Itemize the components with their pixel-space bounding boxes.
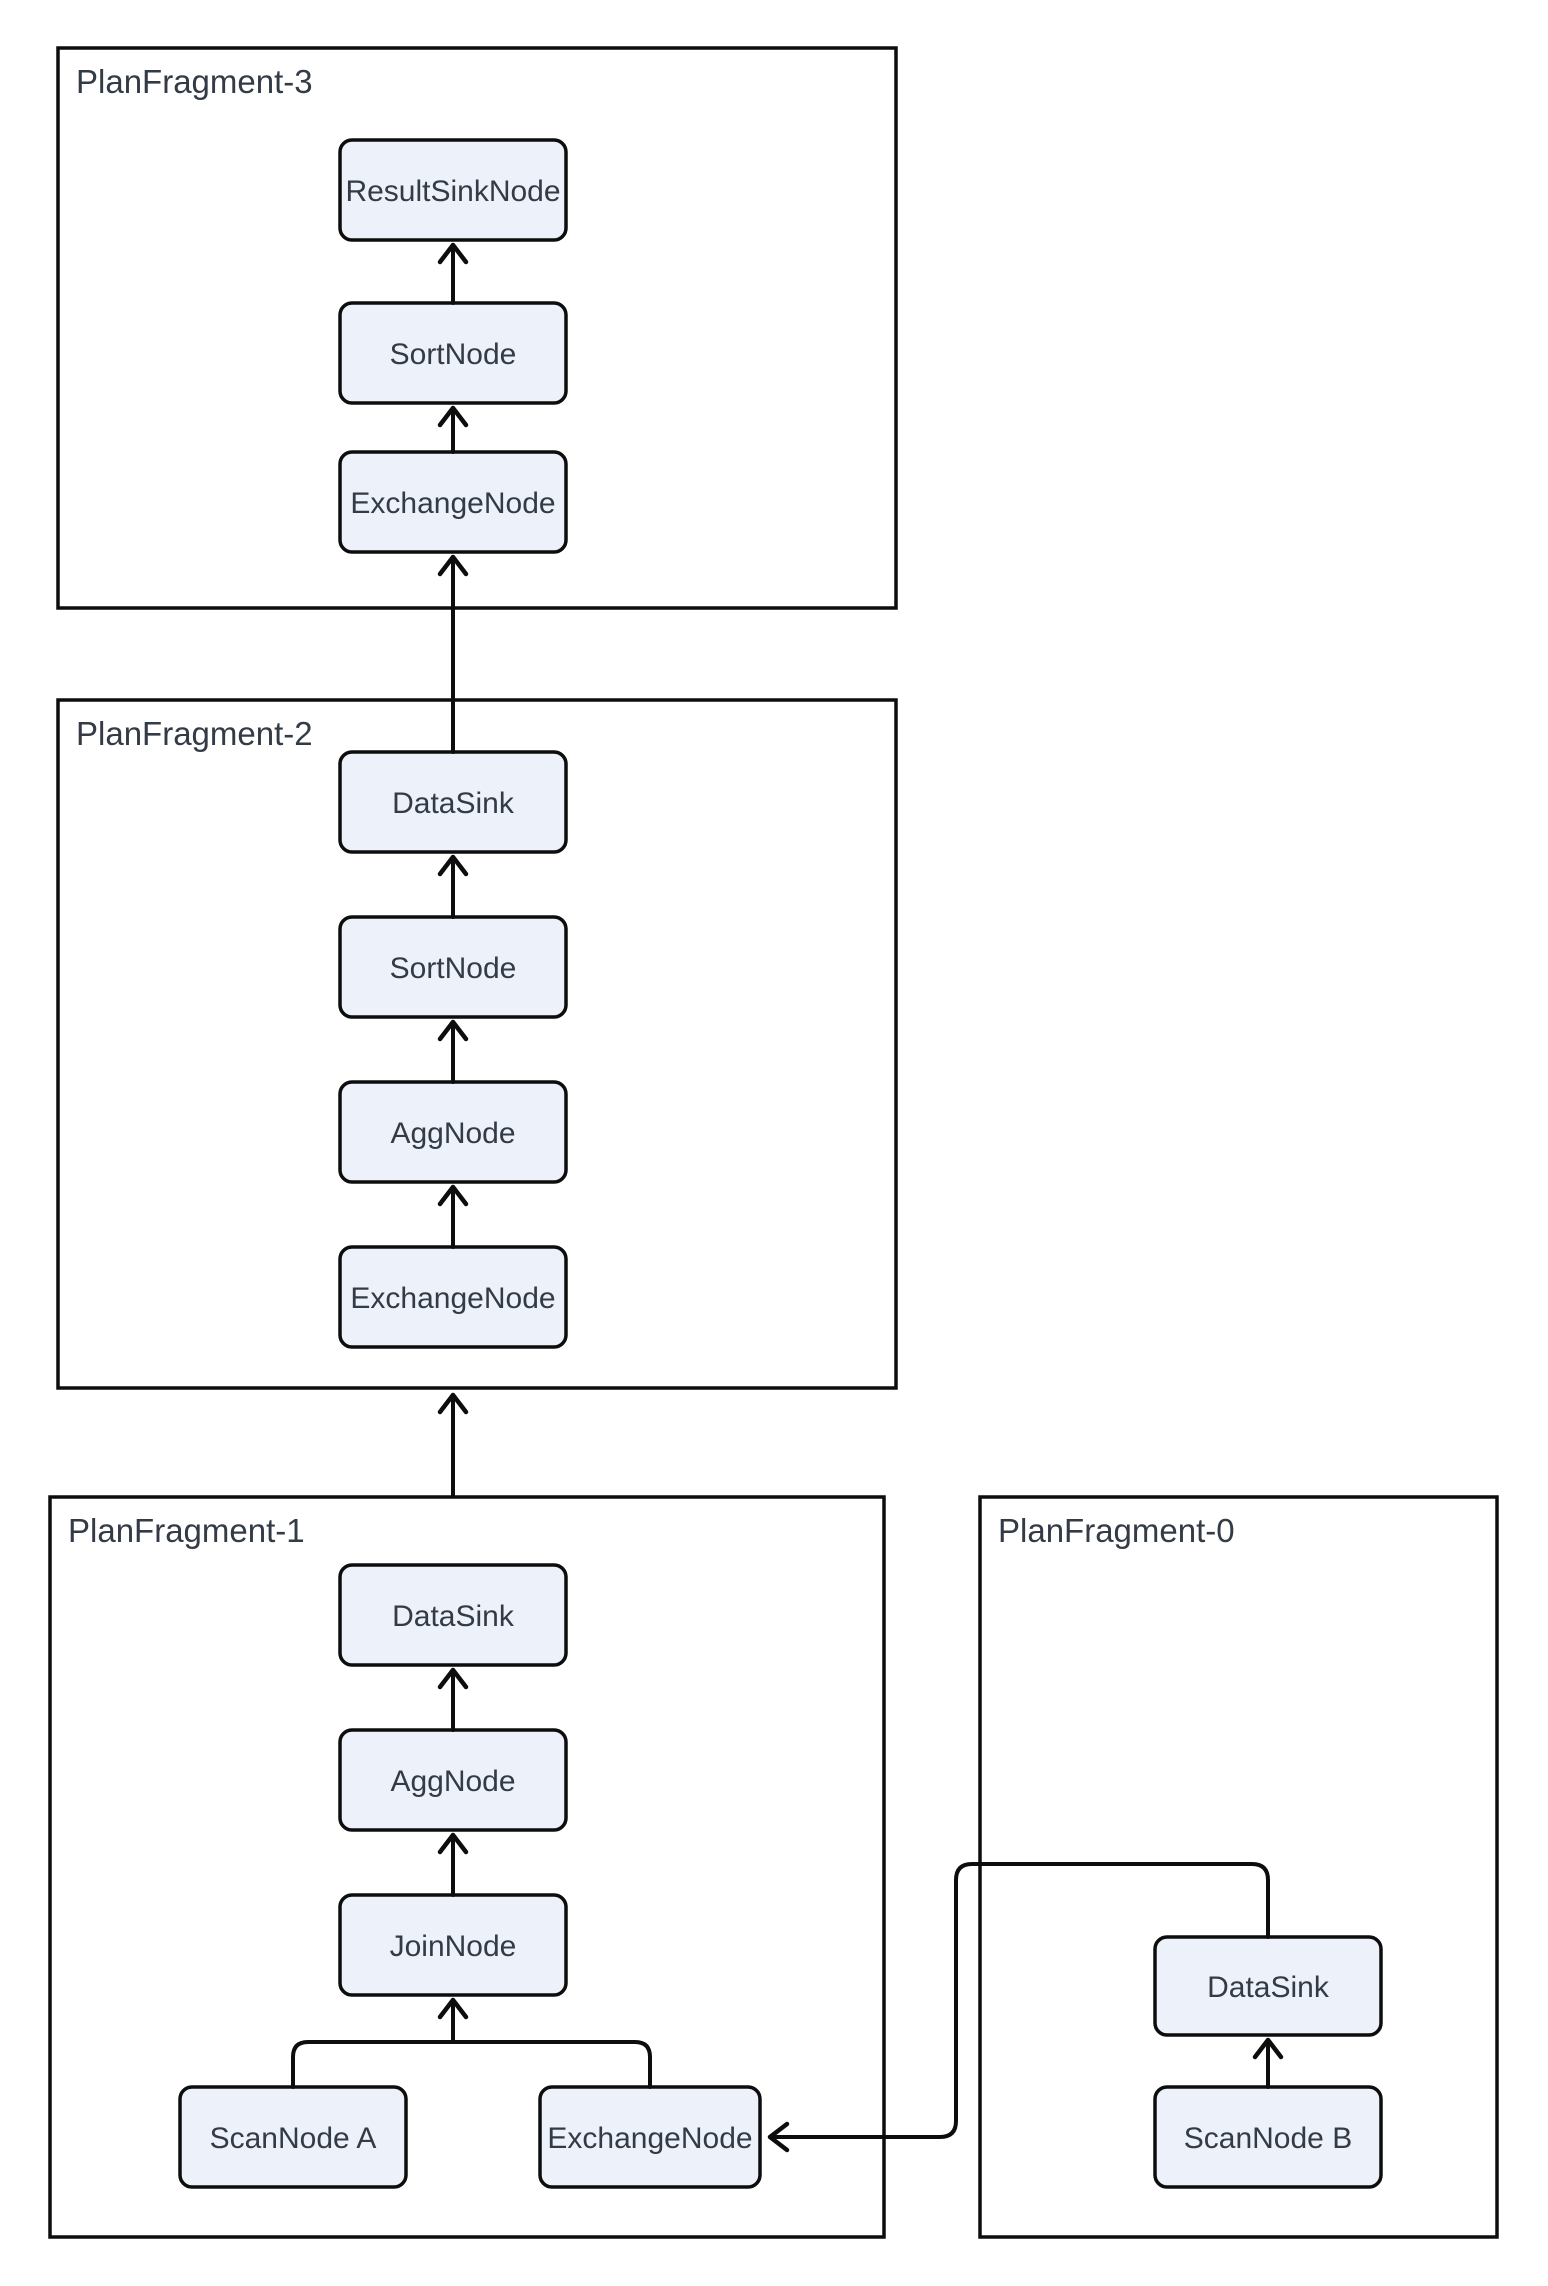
node-pf3-exchangenode: ExchangeNode bbox=[338, 450, 568, 554]
node-pf3-sortnode-label: SortNode bbox=[390, 338, 517, 371]
node-pf2-exchangenode-label: ExchangeNode bbox=[350, 1282, 555, 1315]
node-pf3-sortnode: SortNode bbox=[338, 301, 568, 405]
node-pf1-aggnode-label: AggNode bbox=[390, 1765, 515, 1798]
node-pf1-datasink: DataSink bbox=[338, 1563, 568, 1667]
node-pf1-joinnode: JoinNode bbox=[338, 1893, 568, 1997]
fragment-planfragment-0-title: PlanFragment-0 bbox=[998, 1512, 1235, 1549]
node-pf0-scannode-b: ScanNode B bbox=[1153, 2085, 1383, 2189]
node-pf1-datasink-box bbox=[338, 1563, 568, 1667]
node-pf2-sortnode: SortNode bbox=[338, 915, 568, 1019]
node-pf1-datasink-label: DataSink bbox=[392, 1600, 515, 1633]
node-pf2-aggnode-label: AggNode bbox=[390, 1117, 515, 1150]
node-pf3-exchangenode-label: ExchangeNode bbox=[350, 487, 555, 520]
fragment-planfragment-0: PlanFragment-0 DataSink ScanNode B bbox=[978, 1495, 1499, 2239]
node-pf1-joinnode-label: JoinNode bbox=[390, 1930, 517, 1963]
fragment-planfragment-1-title: PlanFragment-1 bbox=[68, 1512, 305, 1549]
node-pf1-scannode-a-label: ScanNode A bbox=[210, 2122, 377, 2155]
node-pf1-exchangenode-label: ExchangeNode bbox=[547, 2122, 752, 2155]
fragment-planfragment-3: PlanFragment-3 ResultSinkNode SortNode E… bbox=[56, 46, 898, 610]
node-pf1-exchangenode: ExchangeNode bbox=[538, 2085, 762, 2189]
node-pf2-datasink-label: DataSink bbox=[392, 787, 515, 820]
node-pf0-scannode-b-label: ScanNode B bbox=[1184, 2122, 1352, 2155]
fragment-planfragment-2: PlanFragment-2 DataSink SortNode AggNode… bbox=[56, 698, 898, 1390]
node-pf2-aggnode: AggNode bbox=[338, 1080, 568, 1184]
node-pf2-datasink: DataSink bbox=[338, 750, 568, 854]
node-pf0-datasink-label: DataSink bbox=[1207, 1971, 1330, 2004]
node-pf3-resultsinknode: ResultSinkNode bbox=[338, 138, 568, 242]
branch-pf1-children-to-joinnode bbox=[291, 2040, 652, 2089]
node-pf2-exchangenode: ExchangeNode bbox=[338, 1245, 568, 1349]
node-pf1-scannode-a: ScanNode A bbox=[178, 2085, 408, 2189]
node-pf1-aggnode: AggNode bbox=[338, 1728, 568, 1832]
node-pf0-datasink: DataSink bbox=[1153, 1935, 1383, 2037]
arrow-pf0-datasink-to-pf1-exchangenode bbox=[767, 1862, 1270, 2153]
fragment-planfragment-1: PlanFragment-1 DataSink AggNode JoinNode… bbox=[48, 1495, 886, 2239]
node-pf3-resultsinknode-box bbox=[338, 138, 568, 242]
node-pf3-resultsinknode-label: ResultSinkNode bbox=[345, 175, 560, 208]
fragment-planfragment-3-title: PlanFragment-3 bbox=[76, 63, 313, 100]
node-pf2-sortnode-label: SortNode bbox=[390, 952, 517, 985]
fragment-planfragment-2-title: PlanFragment-2 bbox=[76, 715, 313, 752]
